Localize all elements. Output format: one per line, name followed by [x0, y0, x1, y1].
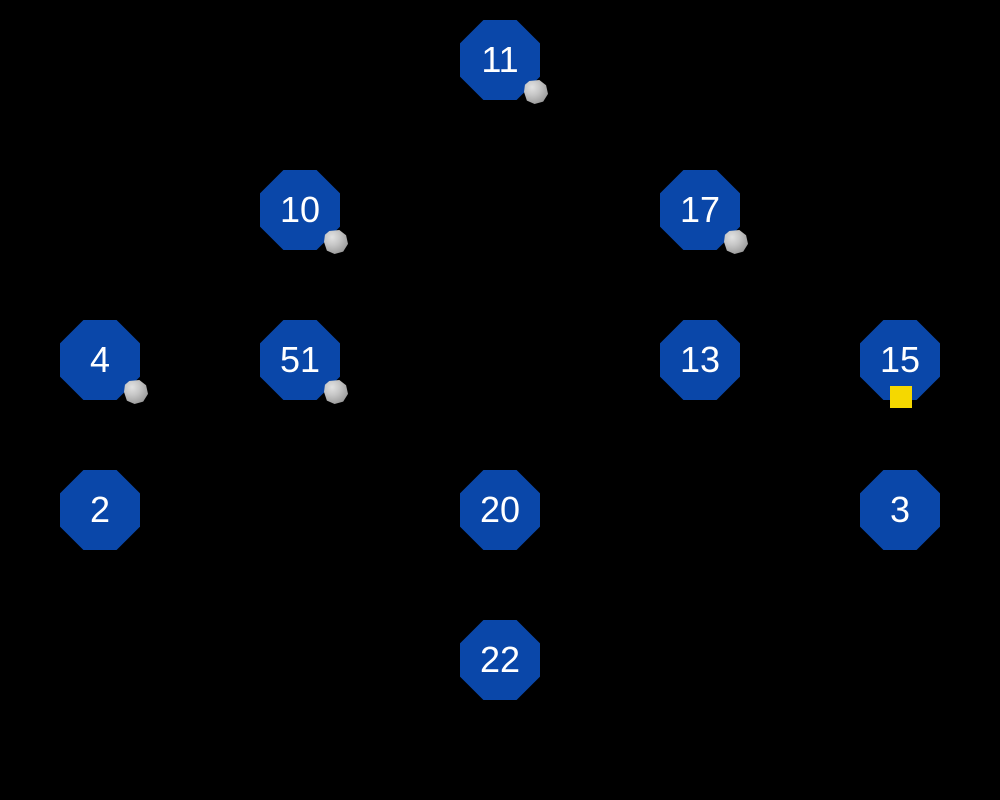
rock-icon[interactable] — [724, 230, 748, 254]
node-label: 4 — [89, 339, 111, 380]
node-label: 20 — [479, 489, 521, 530]
node-label: 3 — [889, 489, 911, 530]
yellow-square-icon[interactable] — [890, 386, 912, 408]
graph-node[interactable]: 11 — [460, 20, 548, 104]
graph-node[interactable]: 17 — [660, 170, 748, 254]
octagon-shape — [860, 470, 940, 550]
octagon-shape — [460, 470, 540, 550]
rock-icon[interactable] — [324, 380, 348, 404]
graph-node[interactable]: 13 — [660, 320, 740, 400]
rock-icon[interactable] — [524, 80, 548, 104]
node-label: 10 — [279, 189, 321, 230]
node-label: 2 — [89, 489, 111, 530]
node-label: 51 — [279, 339, 321, 380]
octagon-shape — [460, 620, 540, 700]
graph-node[interactable]: 2 — [60, 470, 140, 550]
graph-node[interactable]: 51 — [260, 320, 348, 404]
graph-node[interactable]: 15 — [860, 320, 940, 408]
graph-node[interactable]: 4 — [60, 320, 148, 404]
graph-node[interactable]: 22 — [460, 620, 540, 700]
node-label: 11 — [481, 39, 519, 80]
graph-node[interactable]: 3 — [860, 470, 940, 550]
octagon-shape — [60, 470, 140, 550]
octagon-shape — [660, 320, 740, 400]
graph-node[interactable]: 10 — [260, 170, 348, 254]
rock-icon[interactable] — [324, 230, 348, 254]
rock-icon[interactable] — [124, 380, 148, 404]
graph-node[interactable]: 20 — [460, 470, 540, 550]
node-label: 15 — [879, 339, 921, 380]
node-label: 13 — [679, 339, 721, 380]
node-label: 22 — [479, 639, 521, 680]
node-label: 17 — [679, 189, 721, 230]
